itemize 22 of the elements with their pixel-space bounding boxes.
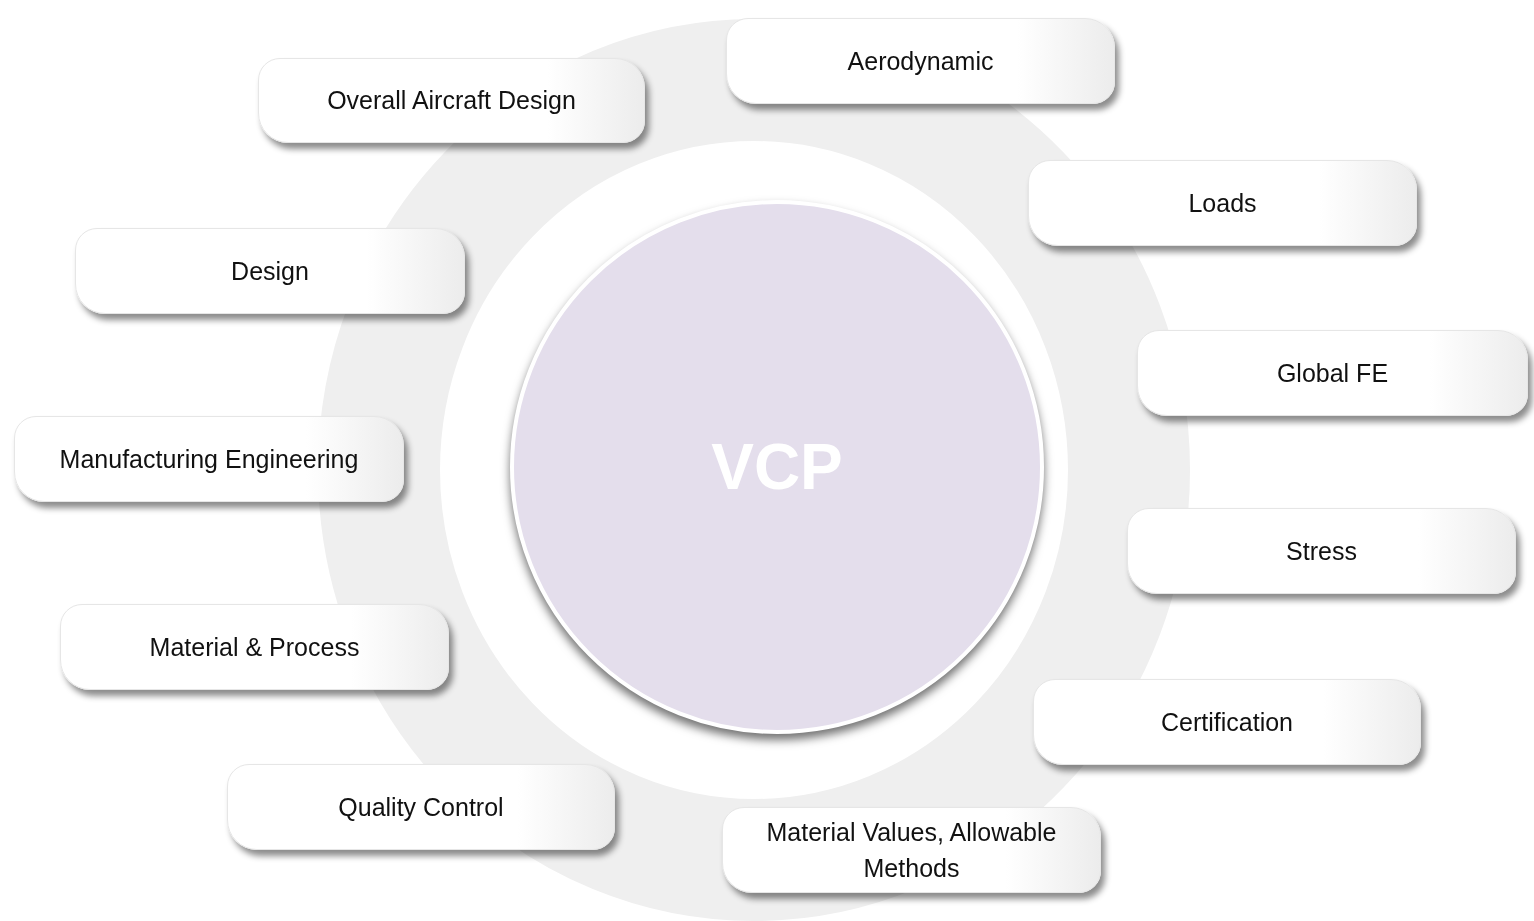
topic-label: Manufacturing Engineering <box>59 443 359 475</box>
topic-box <box>60 604 449 690</box>
topic-box <box>1033 679 1421 765</box>
topic-box <box>1028 160 1417 246</box>
topic-label: Overall Aircraft Design <box>327 85 576 117</box>
topic-label: Loads <box>1188 187 1257 219</box>
topic-box <box>1127 508 1516 594</box>
topic-box <box>227 764 615 850</box>
topic-label: Quality Control <box>338 791 504 823</box>
topic-label: Global FE <box>1276 357 1389 389</box>
topic-box <box>1137 330 1528 416</box>
topic-label: Material & Process <box>149 631 360 663</box>
topic-label: Stress <box>1286 535 1357 567</box>
topic-box <box>722 807 1101 893</box>
topic-box <box>726 18 1115 104</box>
topic-label: Aerodynamic <box>847 45 994 77</box>
topic-box <box>75 228 465 314</box>
topic-box <box>14 416 404 502</box>
topic-label: Design <box>231 255 309 287</box>
topic-label: Certification <box>1161 706 1293 738</box>
topic-label: Material Values, Allowable Methods <box>765 816 1058 884</box>
topic-box <box>258 58 645 143</box>
